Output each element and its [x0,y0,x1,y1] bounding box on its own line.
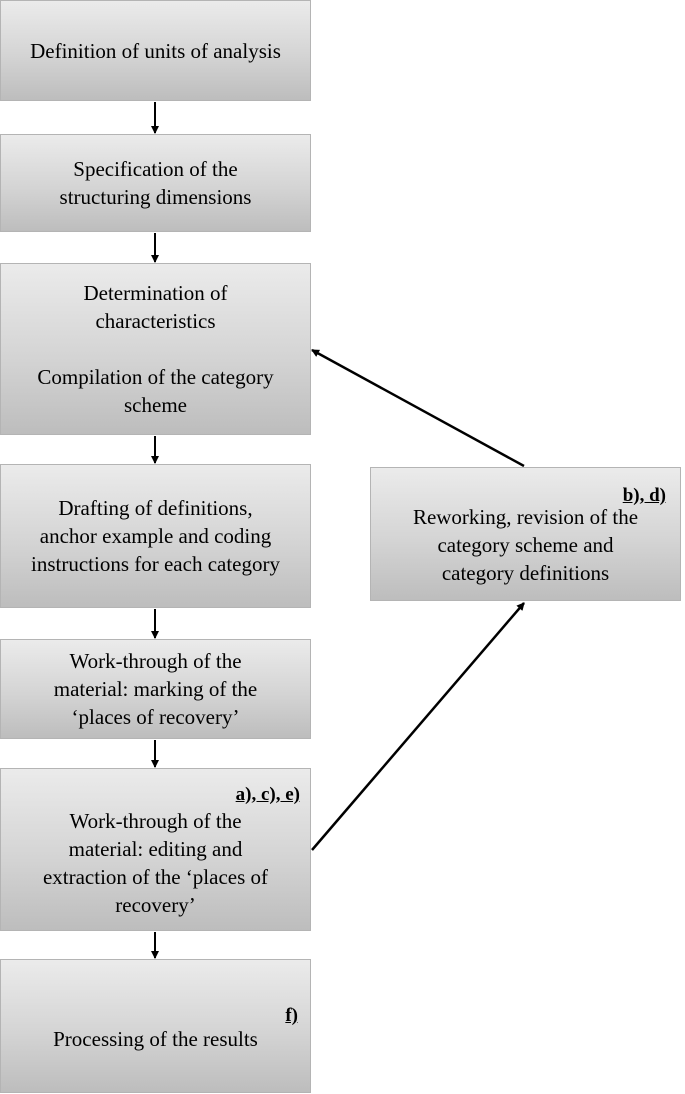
step-label: Definition of units of analysis [30,38,281,63]
step-drafting-definitions: Drafting of definitions, anchor example … [0,464,311,608]
step-label: Specification of the [73,157,238,181]
step-label: Processing of the results [53,1027,258,1051]
step-label: Determination of [83,281,228,305]
step-processing-results: f) Processing of the results [0,959,311,1093]
step-label: Work-through of the [69,808,242,833]
step-editing-extraction: a), c), e) Work-through of the material:… [0,768,311,931]
step-label: material: editing and [68,836,243,861]
step-marking-places: Work-through of the material: marking of… [0,639,311,739]
step-label: anchor example and coding [39,524,272,548]
step-label: ‘places of recovery’ [71,705,240,729]
step-label: scheme [124,393,187,417]
step-label: Drafting of definitions, [58,496,253,520]
step-structuring-dimensions: Specification of the structuring dimensi… [0,134,311,232]
step-characteristics-category-scheme: Determination of characteristics Compila… [0,263,311,435]
step-label: extraction of the ‘places of [42,864,269,889]
rework-box: b), d) Reworking, revision of the catego… [370,467,681,601]
arrow-step6-to-rework [311,602,525,851]
step-label: instructions for each category [31,552,280,576]
step-label: Compilation of the category [37,365,274,389]
rework-label: category definitions [441,561,610,585]
arrow-rework-to-step3 [311,348,525,468]
step-tag: f) [285,1005,298,1026]
rework-label: category scheme and [437,533,614,557]
step-label: Work-through of the [69,649,242,673]
rework-tag: b), d) [622,485,666,506]
step-label: recovery’ [115,892,196,917]
step-label: structuring dimensions [59,185,252,209]
step-label: material: marking of the [53,677,258,701]
step-label: characteristics [95,309,216,333]
rework-label: Reworking, revision of the [412,505,639,529]
step-definition-units: Definition of units of analysis [0,0,311,101]
step-tag: a), c), e) [235,784,300,805]
